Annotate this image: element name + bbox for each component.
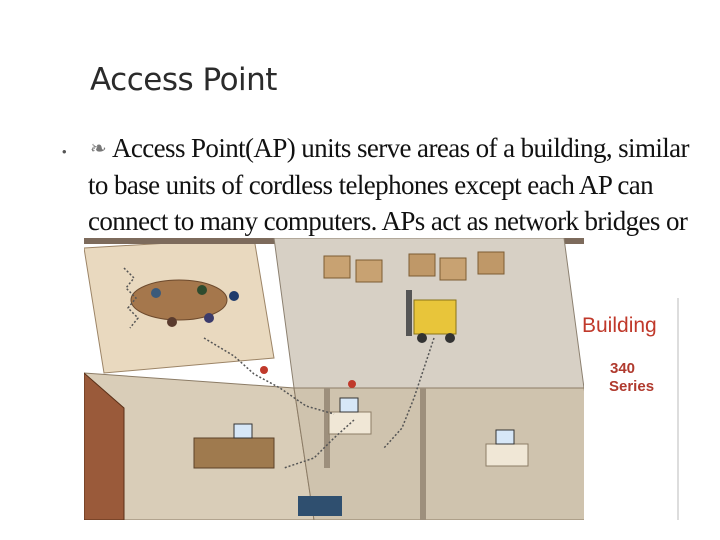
crate bbox=[408, 253, 436, 277]
wireless-link bbox=[283, 419, 355, 469]
computer-icon bbox=[495, 429, 515, 445]
slide-title: Access Point bbox=[90, 62, 277, 98]
forklift bbox=[413, 299, 457, 335]
wireless-building-illustration bbox=[84, 238, 684, 520]
person-icon bbox=[151, 288, 161, 298]
brick-facade bbox=[84, 372, 125, 520]
forklift-wheel bbox=[445, 333, 455, 343]
person-icon bbox=[204, 313, 214, 323]
caption-number: 340 bbox=[610, 360, 636, 377]
wireless-link bbox=[123, 267, 140, 329]
caption-panel bbox=[584, 238, 684, 520]
reception-desk bbox=[193, 437, 275, 469]
forklift-mast bbox=[406, 290, 412, 336]
sofa bbox=[298, 496, 342, 516]
bullet-icon: • bbox=[62, 144, 67, 159]
person-icon bbox=[197, 285, 207, 295]
access-point-icon bbox=[348, 380, 356, 388]
wireless-link bbox=[383, 337, 435, 449]
person-icon bbox=[167, 317, 177, 327]
caption-series: Series bbox=[609, 378, 655, 395]
caption-building: Building bbox=[582, 314, 657, 337]
fleuron-icon: ❧ bbox=[90, 138, 107, 160]
partition bbox=[420, 388, 426, 520]
computer-icon bbox=[233, 423, 253, 439]
crate bbox=[323, 255, 351, 279]
crate bbox=[439, 257, 467, 281]
conference-table bbox=[130, 279, 228, 321]
access-point-icon bbox=[260, 366, 268, 374]
wireless-link bbox=[203, 337, 335, 415]
computer-icon bbox=[339, 397, 359, 413]
crate bbox=[477, 251, 505, 275]
crate bbox=[355, 259, 383, 283]
desk bbox=[485, 443, 529, 467]
person-icon bbox=[229, 291, 239, 301]
partition bbox=[324, 388, 330, 468]
forklift-wheel bbox=[417, 333, 427, 343]
